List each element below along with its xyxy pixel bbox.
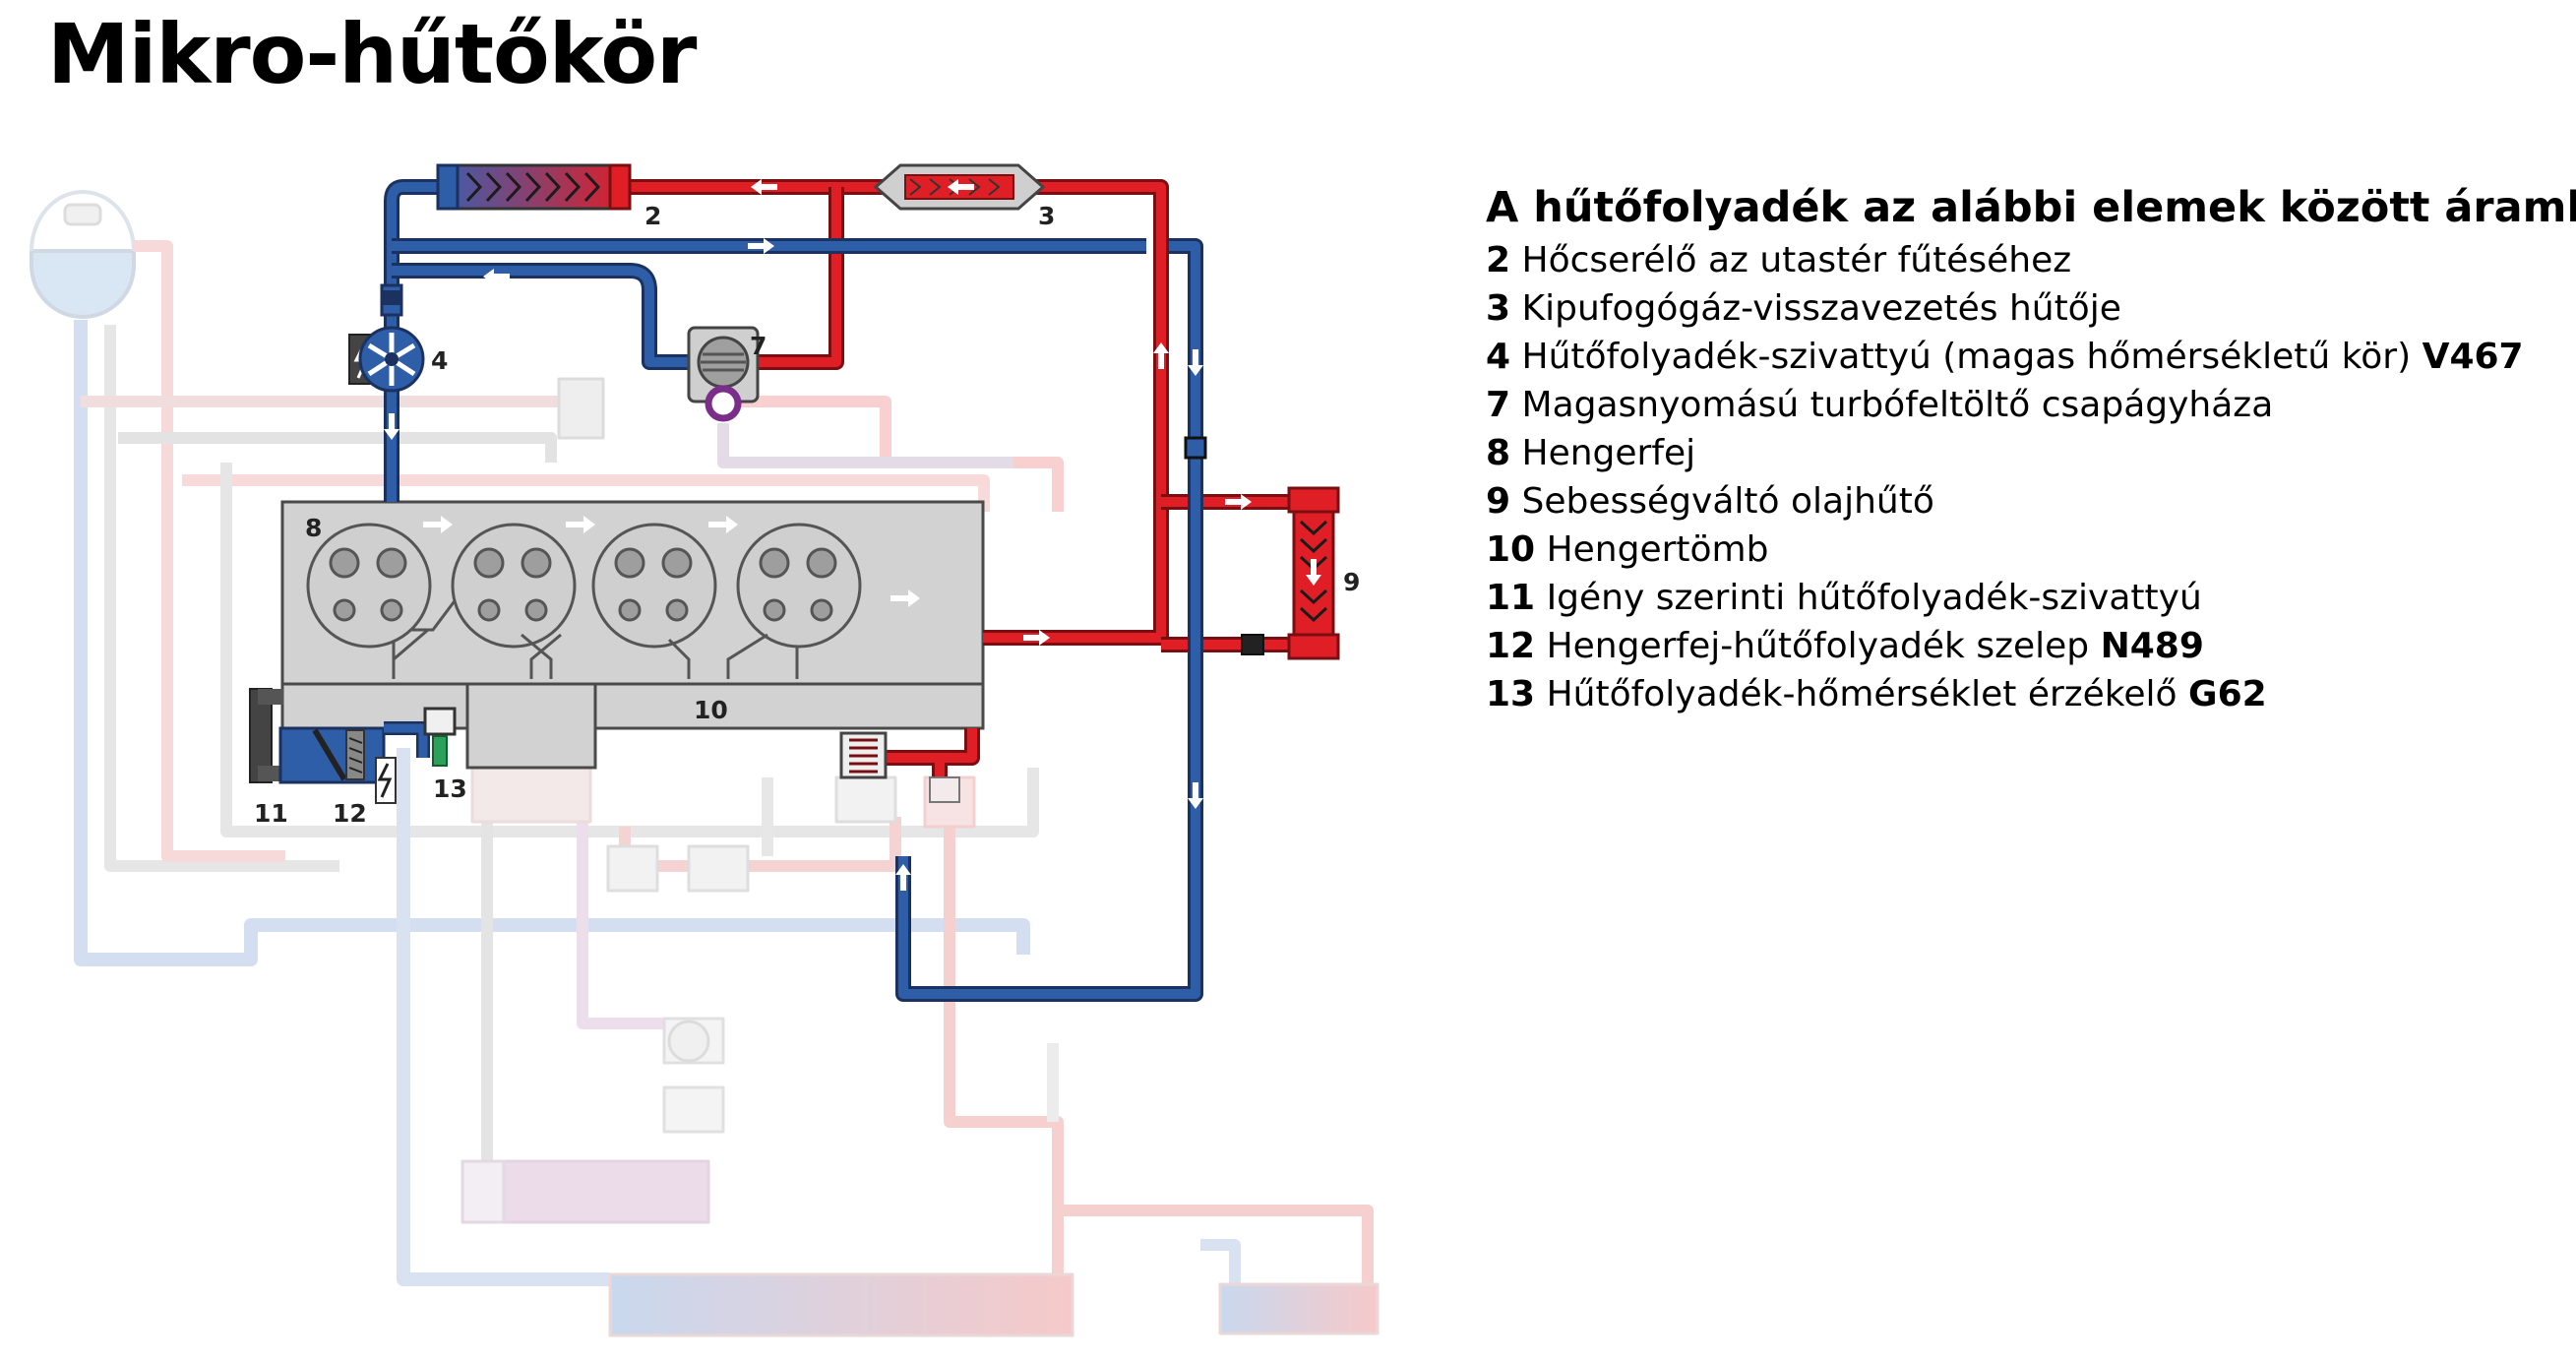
legend-item: 7 Magasnyomású turbófeltöltő csapágyháza	[1486, 381, 2558, 429]
gearbox-oil-cooler	[1287, 486, 1340, 660]
cylinder-2	[451, 523, 577, 649]
pump-v467	[348, 283, 425, 393]
legend-num: 13	[1486, 674, 1536, 714]
flow-arrows-head	[423, 516, 920, 607]
legend-num: 8	[1486, 433, 1511, 473]
legend-item: 2 Hőcserélő az utastér fűtéséhez	[1486, 236, 2558, 284]
engine	[280, 500, 985, 770]
legend-num: 3	[1486, 288, 1511, 329]
legend-code: V467	[2422, 337, 2524, 377]
cylinder-4	[736, 523, 862, 649]
on-demand-pump-and-valve	[249, 688, 430, 804]
legend-heading: A hűtőfolyadék az alábbi elemek között á…	[1486, 183, 2576, 232]
legend-text: Kipufogógáz-visszavezetés hűtője	[1521, 288, 2121, 329]
block-outlet-filter	[839, 731, 960, 803]
page-title: Mikro-hűtőkör	[47, 6, 697, 102]
faded-radiator	[608, 1272, 1074, 1337]
legend-item: 4 Hűtőfolyadék-szivattyú (magas hőmérsék…	[1486, 333, 2558, 381]
label-8: 8	[305, 514, 322, 542]
label-2: 2	[644, 202, 661, 230]
legend-item: 3 Kipufogógáz-visszavezetés hűtője	[1486, 284, 2558, 333]
label-3: 3	[1038, 202, 1055, 230]
legend-text: Hűtőfolyadék-hőmérséklet érzékelő	[1546, 674, 2177, 714]
legend-item: 10 Hengertömb	[1486, 526, 2558, 574]
legend-num: 9	[1486, 481, 1511, 522]
heat-exchanger	[436, 163, 632, 211]
legend-text: Hengertömb	[1546, 529, 1769, 570]
label-4: 4	[431, 346, 448, 375]
legend-num: 2	[1486, 240, 1511, 280]
egr-cooler	[873, 163, 1046, 211]
legend-item: 8 Hengerfej	[1486, 429, 2558, 477]
expansion-tank	[30, 249, 136, 319]
legend-text: Hengerfej	[1521, 433, 1696, 473]
label-7: 7	[750, 332, 767, 360]
legend-num: 10	[1486, 529, 1536, 570]
legend-num: 12	[1486, 626, 1536, 666]
legend: A hűtőfolyadék az alábbi elemek között á…	[1486, 183, 2576, 718]
legend-num: 7	[1486, 385, 1511, 425]
legend-num: 11	[1486, 578, 1536, 618]
legend-text: Sebességváltó olajhűtő	[1521, 481, 1934, 522]
cooling-circuit-diagram: 2 3 4 7 8 9 10 11 12 13	[30, 163, 1380, 1337]
legend-item: 12 Hengerfej-hűtőfolyadék szelep N489	[1486, 622, 2558, 670]
legend-item: 9 Sebességváltó olajhűtő	[1486, 477, 2558, 526]
legend-text: Hengerfej-hűtőfolyadék szelep	[1546, 626, 2090, 666]
temperature-sensor-g62	[423, 707, 457, 767]
legend-item: 13 Hűtőfolyadék-hőmérséklet érzékelő G62	[1486, 670, 2558, 718]
legend-text: Igény szerinti hűtőfolyadék-szivattyú	[1546, 578, 2202, 618]
legend-text: Hőcserélő az utastér fűtéséhez	[1521, 240, 2072, 280]
cylinder-3	[591, 523, 717, 649]
oil-sump	[465, 682, 597, 770]
turbo-bearing-housing	[687, 326, 760, 422]
faded-small-cooler	[1218, 1282, 1380, 1335]
legend-code: G62	[2188, 674, 2267, 714]
active-circuit	[384, 179, 1304, 1002]
label-11: 11	[254, 799, 288, 828]
faded-background-circuit	[30, 190, 1380, 1337]
label-9: 9	[1343, 568, 1360, 596]
check-valves	[382, 290, 1264, 655]
cylinder-1	[306, 523, 464, 669]
legend-num: 4	[1486, 337, 1511, 377]
diagram-labels: 2 3 4 7 8 9 10 11 12 13	[254, 202, 1360, 828]
pipe-flow-arrows	[384, 179, 1252, 891]
legend-text: Hűtőfolyadék-szivattyú (magas hőmérsékle…	[1521, 337, 2412, 377]
legend-code: N489	[2100, 626, 2204, 666]
label-10: 10	[694, 696, 728, 724]
legend-item: 11 Igény szerinti hűtőfolyadék-szivattyú	[1486, 574, 2558, 622]
label-12: 12	[333, 799, 367, 828]
legend-text: Magasnyomású turbófeltöltő csapágyháza	[1521, 385, 2274, 425]
label-13: 13	[433, 774, 467, 803]
